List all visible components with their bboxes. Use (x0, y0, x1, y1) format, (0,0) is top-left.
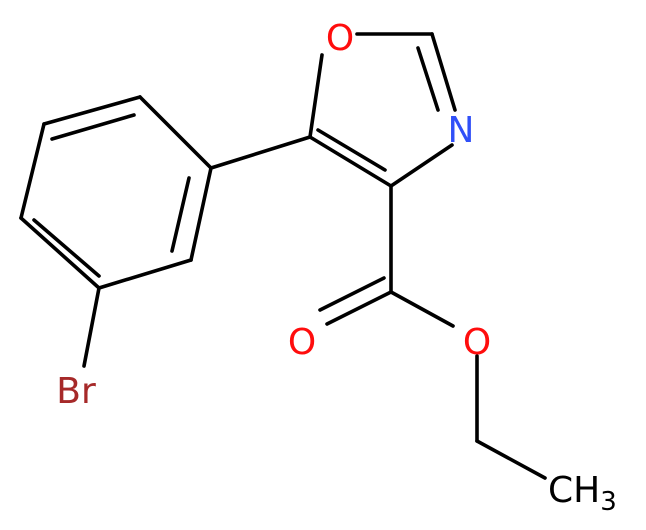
bond (475, 439, 547, 480)
ring-nitrogen-label: N (448, 110, 475, 151)
bond (138, 95, 213, 170)
bond (389, 143, 454, 188)
bond (42, 95, 142, 126)
bromine-label: Br (56, 371, 96, 412)
bond (209, 135, 312, 170)
oxazole-ring (308, 32, 457, 188)
methyl-label: CH3 (548, 470, 617, 517)
bond (308, 135, 393, 188)
benzene-ring (19, 95, 213, 290)
methyl-main-text: CH (548, 470, 600, 511)
bond (416, 46, 440, 112)
ester-oxygen-label: O (463, 322, 491, 363)
bond (308, 53, 324, 139)
bond (82, 286, 101, 368)
bond (32, 218, 101, 278)
bond (97, 258, 193, 290)
bond (19, 122, 46, 220)
bond (325, 290, 393, 326)
carbonyl-oxygen-label: O (288, 322, 316, 363)
methyl-subscript: 3 (600, 487, 617, 517)
bond (189, 166, 213, 262)
bond (19, 216, 101, 290)
bond (170, 176, 191, 253)
bond (316, 128, 387, 172)
bond (50, 113, 136, 141)
bond (318, 276, 386, 312)
bond (430, 32, 457, 112)
bond (389, 290, 455, 328)
ring-oxygen-label: O (326, 18, 354, 59)
